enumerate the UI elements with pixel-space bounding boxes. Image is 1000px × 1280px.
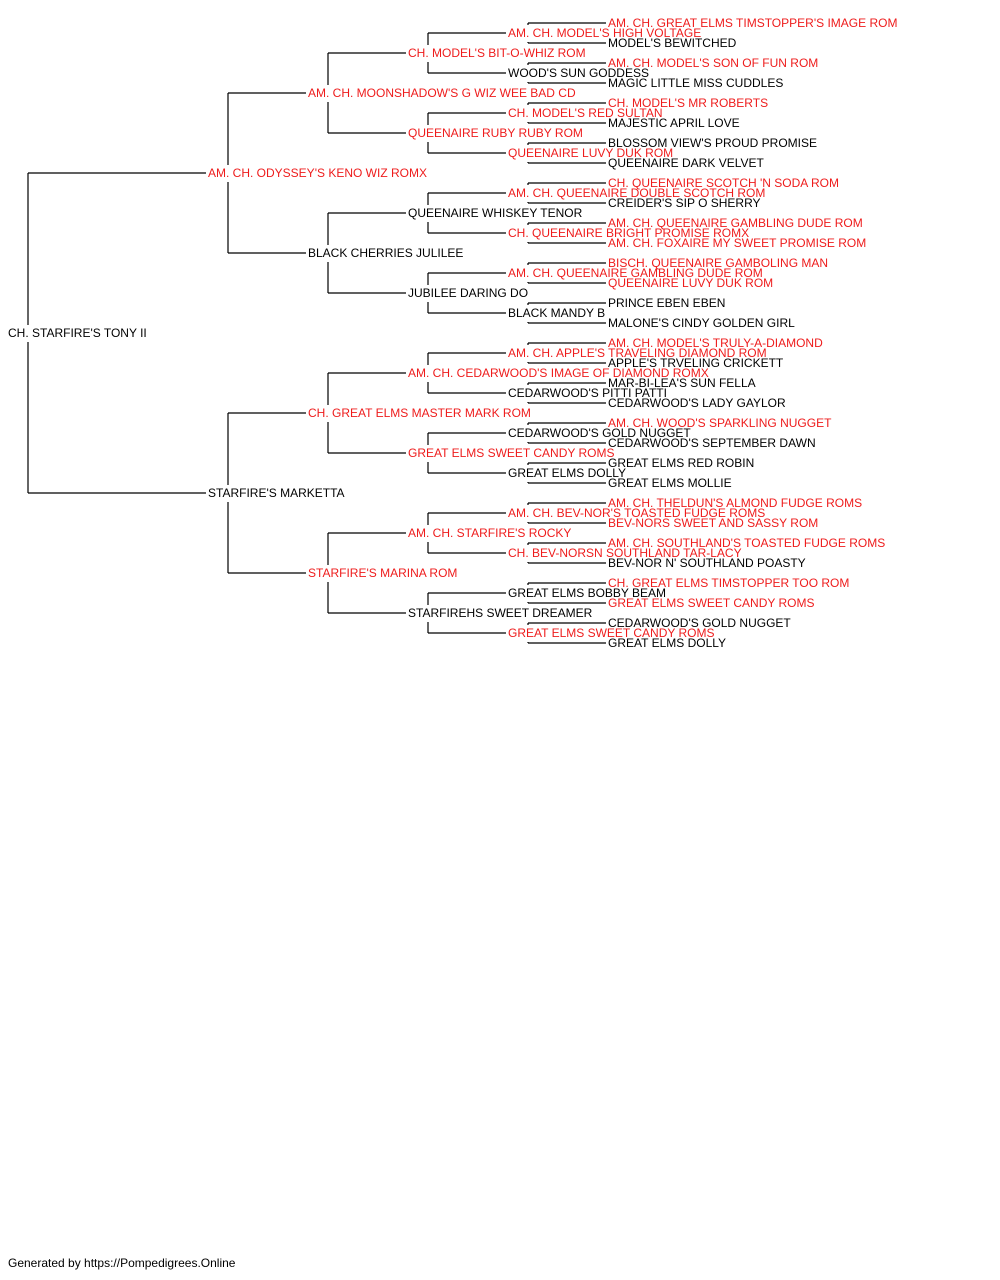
ancestor-name: AM. CH. BEV-NOR'S TOASTED FUDGE ROMS: [508, 506, 765, 520]
ancestor-name: CH. QUEENAIRE SCOTCH 'N SODA ROM: [608, 176, 839, 190]
ancestor-name: QUEENAIRE LUVY DUK ROM: [508, 146, 673, 160]
ancestor-name: GREAT ELMS BOBBY BEAM: [508, 586, 666, 600]
ancestor-name: GREAT ELMS MOLLIE: [608, 476, 732, 490]
ancestor-name: AM. CH. GREAT ELMS TIMSTOPPER'S IMAGE RO…: [608, 16, 897, 30]
ancestor-name: QUEENAIRE DARK VELVET: [608, 156, 764, 170]
ancestor-name: BLACK MANDY B: [508, 306, 605, 320]
ancestor-name: AM. CH. STARFIRE'S ROCKY: [408, 526, 571, 540]
ancestor-name: GREAT ELMS SWEET CANDY ROMS: [608, 596, 814, 610]
ancestor-name: GREAT ELMS SWEET CANDY ROMS: [508, 626, 714, 640]
ancestor-name: PRINCE EBEN EBEN: [608, 296, 725, 310]
ancestor-name: BLACK CHERRIES JULILEE: [308, 246, 463, 260]
ancestor-name: AM. CH. QUEENAIRE GAMBLING DUDE ROM: [508, 266, 763, 280]
ancestor-name: JUBILEE DARING DO: [408, 286, 528, 300]
ancestor-name: MAGIC LITTLE MISS CUDDLES: [608, 76, 783, 90]
ancestor-name: CH. MODEL'S BIT-O-WHIZ ROM: [408, 46, 586, 60]
footer-credit: Generated by https://Pompedigrees.Online: [8, 1256, 236, 1270]
ancestor-name: QUEENAIRE WHISKEY TENOR: [408, 206, 583, 220]
ancestor-name: CH. GREAT ELMS TIMSTOPPER TOO ROM: [608, 576, 849, 590]
ancestor-name: AM. CH. THELDUN'S ALMOND FUDGE ROMS: [608, 496, 862, 510]
ancestor-name: AM. CH. APPLE'S TRAVELING DIAMOND ROM: [508, 346, 767, 360]
ancestor-name: BISCH. QUEENAIRE GAMBOLING MAN: [608, 256, 828, 270]
ancestor-name: AM. CH. WOOD'S SPARKLING NUGGET: [608, 416, 832, 430]
ancestor-name: AM. CH. SOUTHLAND'S TOASTED FUDGE ROMS: [608, 536, 885, 550]
ancestor-name: APPLE'S TRVELING CRICKETT: [608, 356, 784, 370]
ancestor-name: MALONE'S CINDY GOLDEN GIRL: [608, 316, 795, 330]
ancestor-name: STARFIREHS SWEET DREAMER: [408, 606, 593, 620]
ancestor-name: CREIDER'S SIP O SHERRY: [608, 196, 761, 210]
ancestor-name: CH. GREAT ELMS MASTER MARK ROM: [308, 406, 531, 420]
ancestor-name: WOOD'S SUN GODDESS: [508, 66, 649, 80]
ancestor-name: GREAT ELMS RED ROBIN: [608, 456, 754, 470]
ancestor-name: MODEL'S BEWITCHED: [608, 36, 737, 50]
ancestor-name: BEV-NORS SWEET AND SASSY ROM: [608, 516, 818, 530]
ancestor-name: BEV-NOR N' SOUTHLAND POASTY: [608, 556, 806, 570]
ancestor-name: GREAT ELMS DOLLY: [608, 636, 726, 650]
subject-dog-name: CH. STARFIRE'S TONY II: [8, 326, 147, 340]
ancestor-name: AM. CH. QUEENAIRE GAMBLING DUDE ROM: [608, 216, 863, 230]
ancestor-name: AM. CH. MODEL'S TRULY-A-DIAMOND: [608, 336, 823, 350]
ancestor-name: AM. CH. MODEL'S SON OF FUN ROM: [608, 56, 818, 70]
ancestor-name: CEDARWOOD'S GOLD NUGGET: [608, 616, 791, 630]
ancestor-name: GREAT ELMS DOLLY: [508, 466, 626, 480]
ancestor-name: AM. CH. ODYSSEY'S KENO WIZ ROMX: [208, 166, 427, 180]
ancestor-name: STARFIRE'S MARINA ROM: [308, 566, 457, 580]
ancestor-name: AM. CH. MODEL'S HIGH VOLTAGE: [508, 26, 701, 40]
ancestor-name: MAR-BI-LEA'S SUN FELLA: [608, 376, 756, 390]
ancestor-name: CEDARWOOD'S LADY GAYLOR: [608, 396, 786, 410]
ancestor-name: AM. CH. CEDARWOOD'S IMAGE OF DIAMOND ROM…: [408, 366, 709, 380]
ancestor-name: MAJESTIC APRIL LOVE: [608, 116, 740, 130]
ancestor-name: STARFIRE'S MARKETTA: [208, 486, 345, 500]
ancestor-name: CEDARWOOD'S GOLD NUGGET: [508, 426, 691, 440]
ancestor-name: CH. QUEENAIRE BRIGHT PROMISE ROMX: [508, 226, 749, 240]
ancestor-name: CH. MODEL'S MR ROBERTS: [608, 96, 768, 110]
ancestor-name: CH. MODEL'S RED SULTAN: [508, 106, 663, 120]
ancestor-name: BLOSSOM VIEW'S PROUD PROMISE: [608, 136, 817, 150]
ancestor-name: QUEENAIRE LUVY DUK ROM: [608, 276, 773, 290]
ancestor-name: CH. BEV-NORSN SOUTHLAND TAR-LACY: [508, 546, 742, 560]
ancestor-name: AM. CH. FOXAIRE MY SWEET PROMISE ROM: [608, 236, 866, 250]
ancestor-name: CEDARWOOD'S PITTI PATTI: [508, 386, 667, 400]
ancestor-name: AM. CH. QUEENAIRE DOUBLE SCOTCH ROM: [508, 186, 765, 200]
ancestor-name: GREAT ELMS SWEET CANDY ROMS: [408, 446, 614, 460]
ancestor-name: CEDARWOOD'S SEPTEMBER DAWN: [608, 436, 816, 450]
ancestor-name: QUEENAIRE RUBY RUBY ROM: [408, 126, 583, 140]
ancestor-name: AM. CH. MOONSHADOW'S G WIZ WEE BAD CD: [308, 86, 576, 100]
